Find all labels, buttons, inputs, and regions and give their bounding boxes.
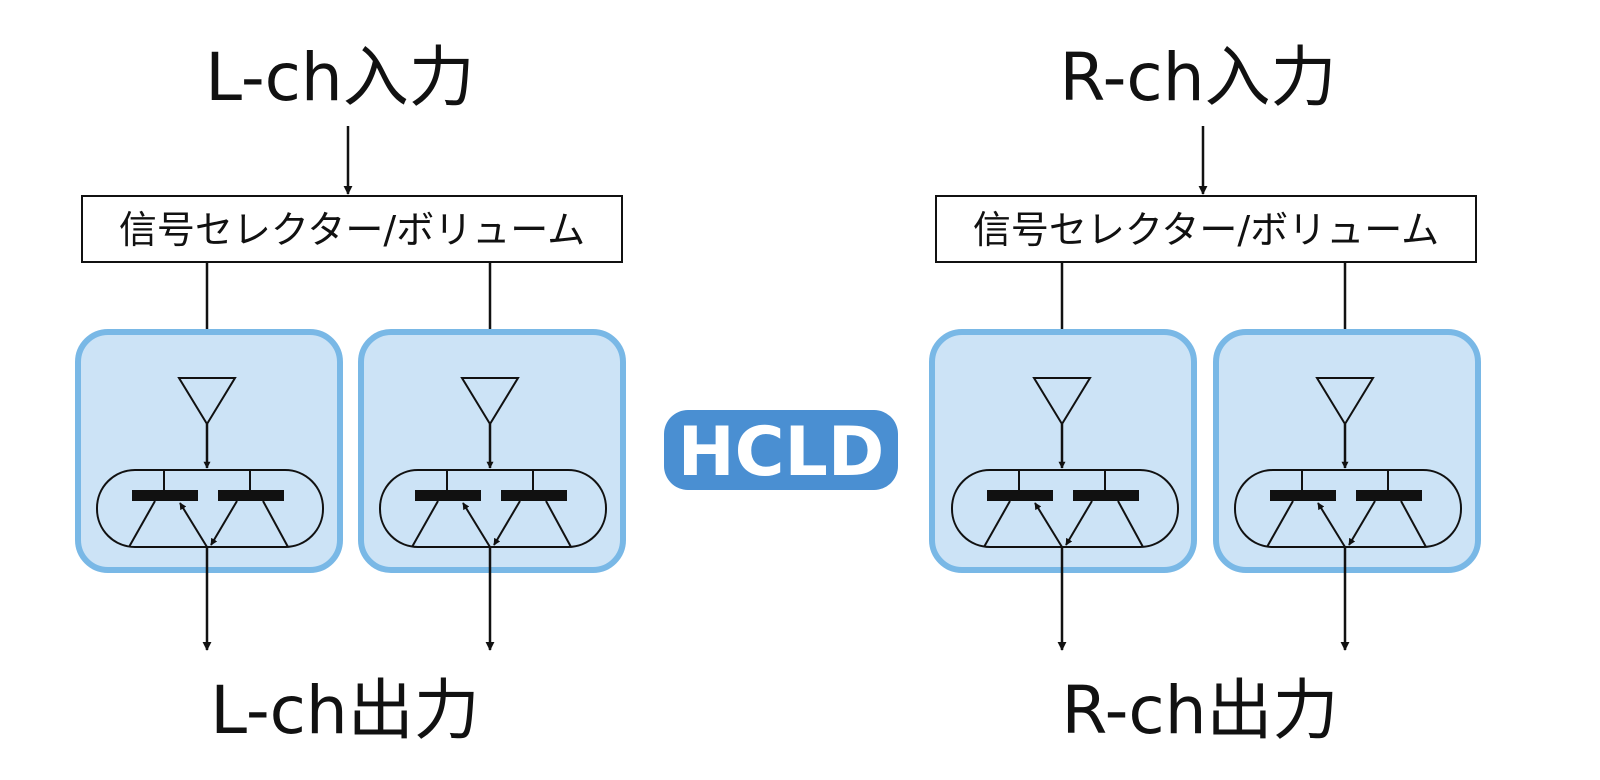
- right-selector-label: 信号セレクター/ボリューム: [973, 208, 1439, 252]
- right-selector-box: 信号セレクター/ボリューム: [935, 195, 1477, 263]
- amplifier-triangle-icon: [460, 377, 520, 426]
- channel-right: R-ch入力 信号セレクター/ボリューム: [929, 39, 1481, 749]
- left-output-label: L-ch出力: [210, 672, 480, 749]
- right-output-label: R-ch出力: [1061, 672, 1338, 749]
- output-stage-capsule: [379, 469, 607, 548]
- amplifier-triangle-icon: [1032, 377, 1092, 426]
- output-stage-capsule: [951, 469, 1179, 548]
- output-stage-capsule: [96, 469, 324, 548]
- left-module-2: [358, 329, 626, 573]
- amplifier-triangle-icon: [177, 377, 237, 426]
- left-selector-label: 信号セレクター/ボリューム: [119, 208, 585, 252]
- right-module-2: [1213, 329, 1481, 573]
- hcld-badge-label: HCLD: [678, 413, 885, 492]
- left-selector-box: 信号セレクター/ボリューム: [81, 195, 623, 263]
- amplifier-triangle-icon: [1315, 377, 1375, 426]
- left-module-1: [75, 329, 343, 573]
- channel-left: L-ch入力 信号セレクター/ボリューム: [75, 39, 626, 749]
- hcld-badge: HCLD: [664, 410, 898, 492]
- right-module-1: [929, 329, 1197, 573]
- output-stage-capsule: [1234, 469, 1462, 548]
- left-input-label: L-ch入力: [205, 39, 475, 116]
- right-input-label: R-ch入力: [1059, 39, 1336, 116]
